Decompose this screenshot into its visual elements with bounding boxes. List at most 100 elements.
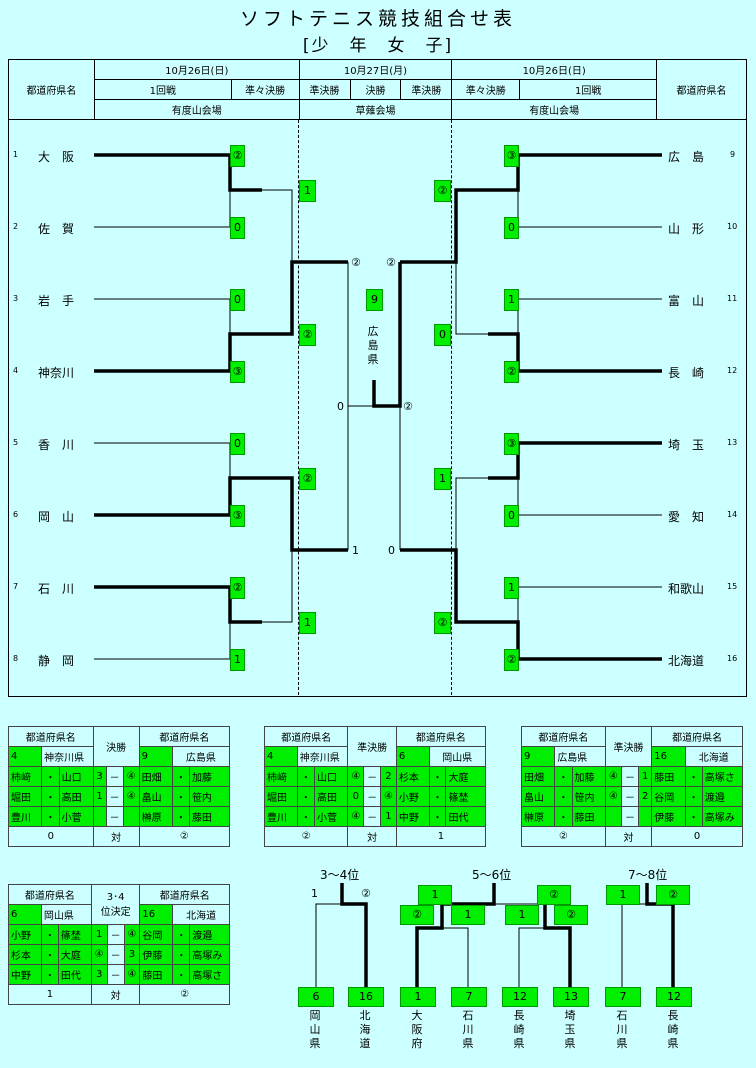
team-name: 愛 知 [668,510,705,524]
score-box: ② [504,361,519,383]
team-seed: 3 [13,294,19,303]
score-box: ② [434,180,451,202]
place-score-box: ② [400,905,434,925]
sep: ・ [554,806,573,827]
match-round: 決勝 [92,726,140,767]
place-team-number: 12 [656,987,692,1007]
place-team-name: 岡山県 [309,1009,321,1051]
team-name: 佐 賀 [38,222,75,236]
place-team-name: 長崎県 [667,1009,679,1051]
player: 高塚さ [701,766,744,787]
char: 長 [667,1009,679,1022]
match-total: 0 [651,826,743,847]
game-score: ④ [347,766,365,787]
char: 崎 [513,1023,525,1036]
char: 岡 [309,1009,321,1022]
place-score-box: ② [656,885,690,905]
score-box: 1 [504,289,519,311]
score-box: 1 [504,577,519,599]
champion-char: 県 [367,353,379,366]
team-b-number: 9 [138,746,173,767]
table-row: 杉本・大庭 ④－3 伊藤・高塚み [8,944,230,965]
sep: ・ [41,806,60,827]
char: 県 [309,1037,321,1050]
player: 大庭 [445,766,486,787]
char: 埼 [564,1009,576,1022]
team-b-number: 16 [651,746,686,767]
game-score: ④ [380,786,397,807]
player: 谷岡 [651,786,686,807]
char: 川 [462,1023,474,1036]
bracket-header: 都道府県名 10月26日(日) 10月27日(月) 10月26日(日) 都道府県… [8,59,747,120]
team-name: 和歌山 [668,582,705,596]
match-table-sf2: 都道府県名 準決勝 都道府県名 9 広島県 16 北海道 田畑・加藤 ④－1 藤… [520,726,744,847]
pref-header-right: 都道府県名 [656,59,747,120]
player: 渡邉 [189,924,230,945]
player: 中野 [8,964,42,985]
player: 藤田 [188,806,231,827]
place-label-78: 7～8位 [628,868,668,882]
place-team-number: 13 [553,987,589,1007]
score-box: 0 [230,433,245,455]
team-name: 富 山 [668,294,705,308]
sep: ・ [172,964,191,985]
team-a-number: 4 [7,746,43,767]
team-a-number: 9 [520,746,556,767]
place-team-number: 7 [451,987,487,1007]
player: 田畑 [138,766,173,787]
team-name: 香 川 [38,438,75,452]
player: 篠埜 [445,786,486,807]
team-seed: 13 [727,438,738,447]
team-name: 北海道 [668,654,705,668]
team-name: 埼 玉 [668,438,705,452]
char: 山 [309,1023,321,1036]
player: 田代 [57,964,92,985]
char: 県 [513,1037,525,1050]
score-box: 0 [504,505,519,527]
player: 笹内 [188,786,231,807]
match-table-sf1: 都道府県名 準決勝 都道府県名 4 神奈川県 6 岡山県 柿﨑・山口 ④－2 杉… [263,726,487,847]
score-box: 0 [230,217,245,239]
team-seed: 8 [13,654,19,663]
place-team-name: 長崎県 [513,1009,525,1051]
char: 県 [616,1037,628,1050]
table-row: 中野・田代 3－④ 藤田・高塚さ [8,964,230,985]
player: 杉本 [395,766,430,787]
player: 大庭 [57,944,92,965]
table-row: 豊川・小菅 － 榊原・藤田 [7,806,231,827]
player: 田畑 [520,766,556,787]
char: 石 [616,1009,628,1022]
table-row: 畠山・笹内 ④－2 谷岡・渡邉 [520,786,744,807]
game-score: ④ [90,944,108,965]
char: 県 [564,1037,576,1050]
match-vs: 対 [604,826,653,847]
score-box: ② [230,577,245,599]
place-team-number: 12 [502,987,538,1007]
final-score: 0 [337,400,344,413]
player: 豊川 [264,806,298,827]
score-box: ③ [504,433,519,455]
team-name: 神奈川 [38,366,75,380]
team-seed: 11 [727,294,738,303]
char: 県 [667,1037,679,1050]
sep: ・ [684,766,703,787]
player: 杉本 [8,944,42,965]
char: 県 [462,1037,474,1050]
divider-right [451,120,452,695]
char: 大 [411,1009,423,1022]
team-seed: 7 [13,582,19,591]
team-name: 岡 山 [38,510,75,524]
place-label-34: 3～4位 [320,868,360,882]
game-score: ④ [122,786,140,807]
char: 長 [513,1009,525,1022]
place-team-name: 大阪府 [411,1009,423,1051]
game-score: 3 [123,944,141,965]
player: 畠山 [520,786,556,807]
game-score: 3 [92,766,107,787]
place-team-number: 7 [605,987,641,1007]
match-total: 1 [8,984,92,1005]
game-score: 2 [380,766,397,787]
game-score [122,806,140,827]
sep: ・ [171,786,190,807]
